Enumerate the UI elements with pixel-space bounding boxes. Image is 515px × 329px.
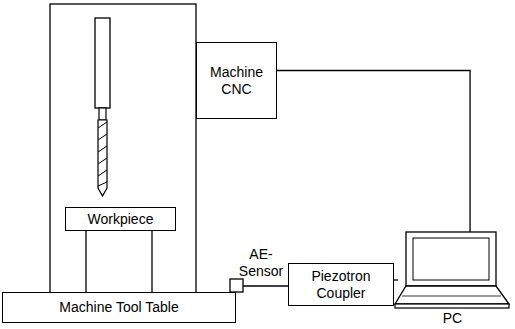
support-leg [85,230,86,293]
node-text: PC [443,310,462,327]
spindle [95,18,110,108]
machine-column [50,4,196,293]
component-box: Machine CNC [196,42,277,119]
sensor-cable [243,285,288,286]
computer-icon: PC [394,230,511,327]
drill-flutes [98,122,107,186]
signal-cable [394,279,398,280]
ae-sensor [230,279,243,292]
drill-bit [98,120,107,196]
support-leg [151,230,152,293]
node-text: Workpiece [88,211,154,228]
signal-cable [277,70,470,232]
node-text: Piezotron Coupler [289,268,393,302]
sensor-label: AE- Sensor [236,246,286,280]
component-box: Workpiece [65,207,176,231]
node-text: Machine Tool Table [59,299,178,316]
laptop-drawing [394,230,511,310]
node-text: Machine CNC [197,64,276,98]
component-box: Machine Tool Table [2,292,236,323]
component-box: Piezotron Coupler [288,263,394,306]
drill-shank [99,108,106,120]
